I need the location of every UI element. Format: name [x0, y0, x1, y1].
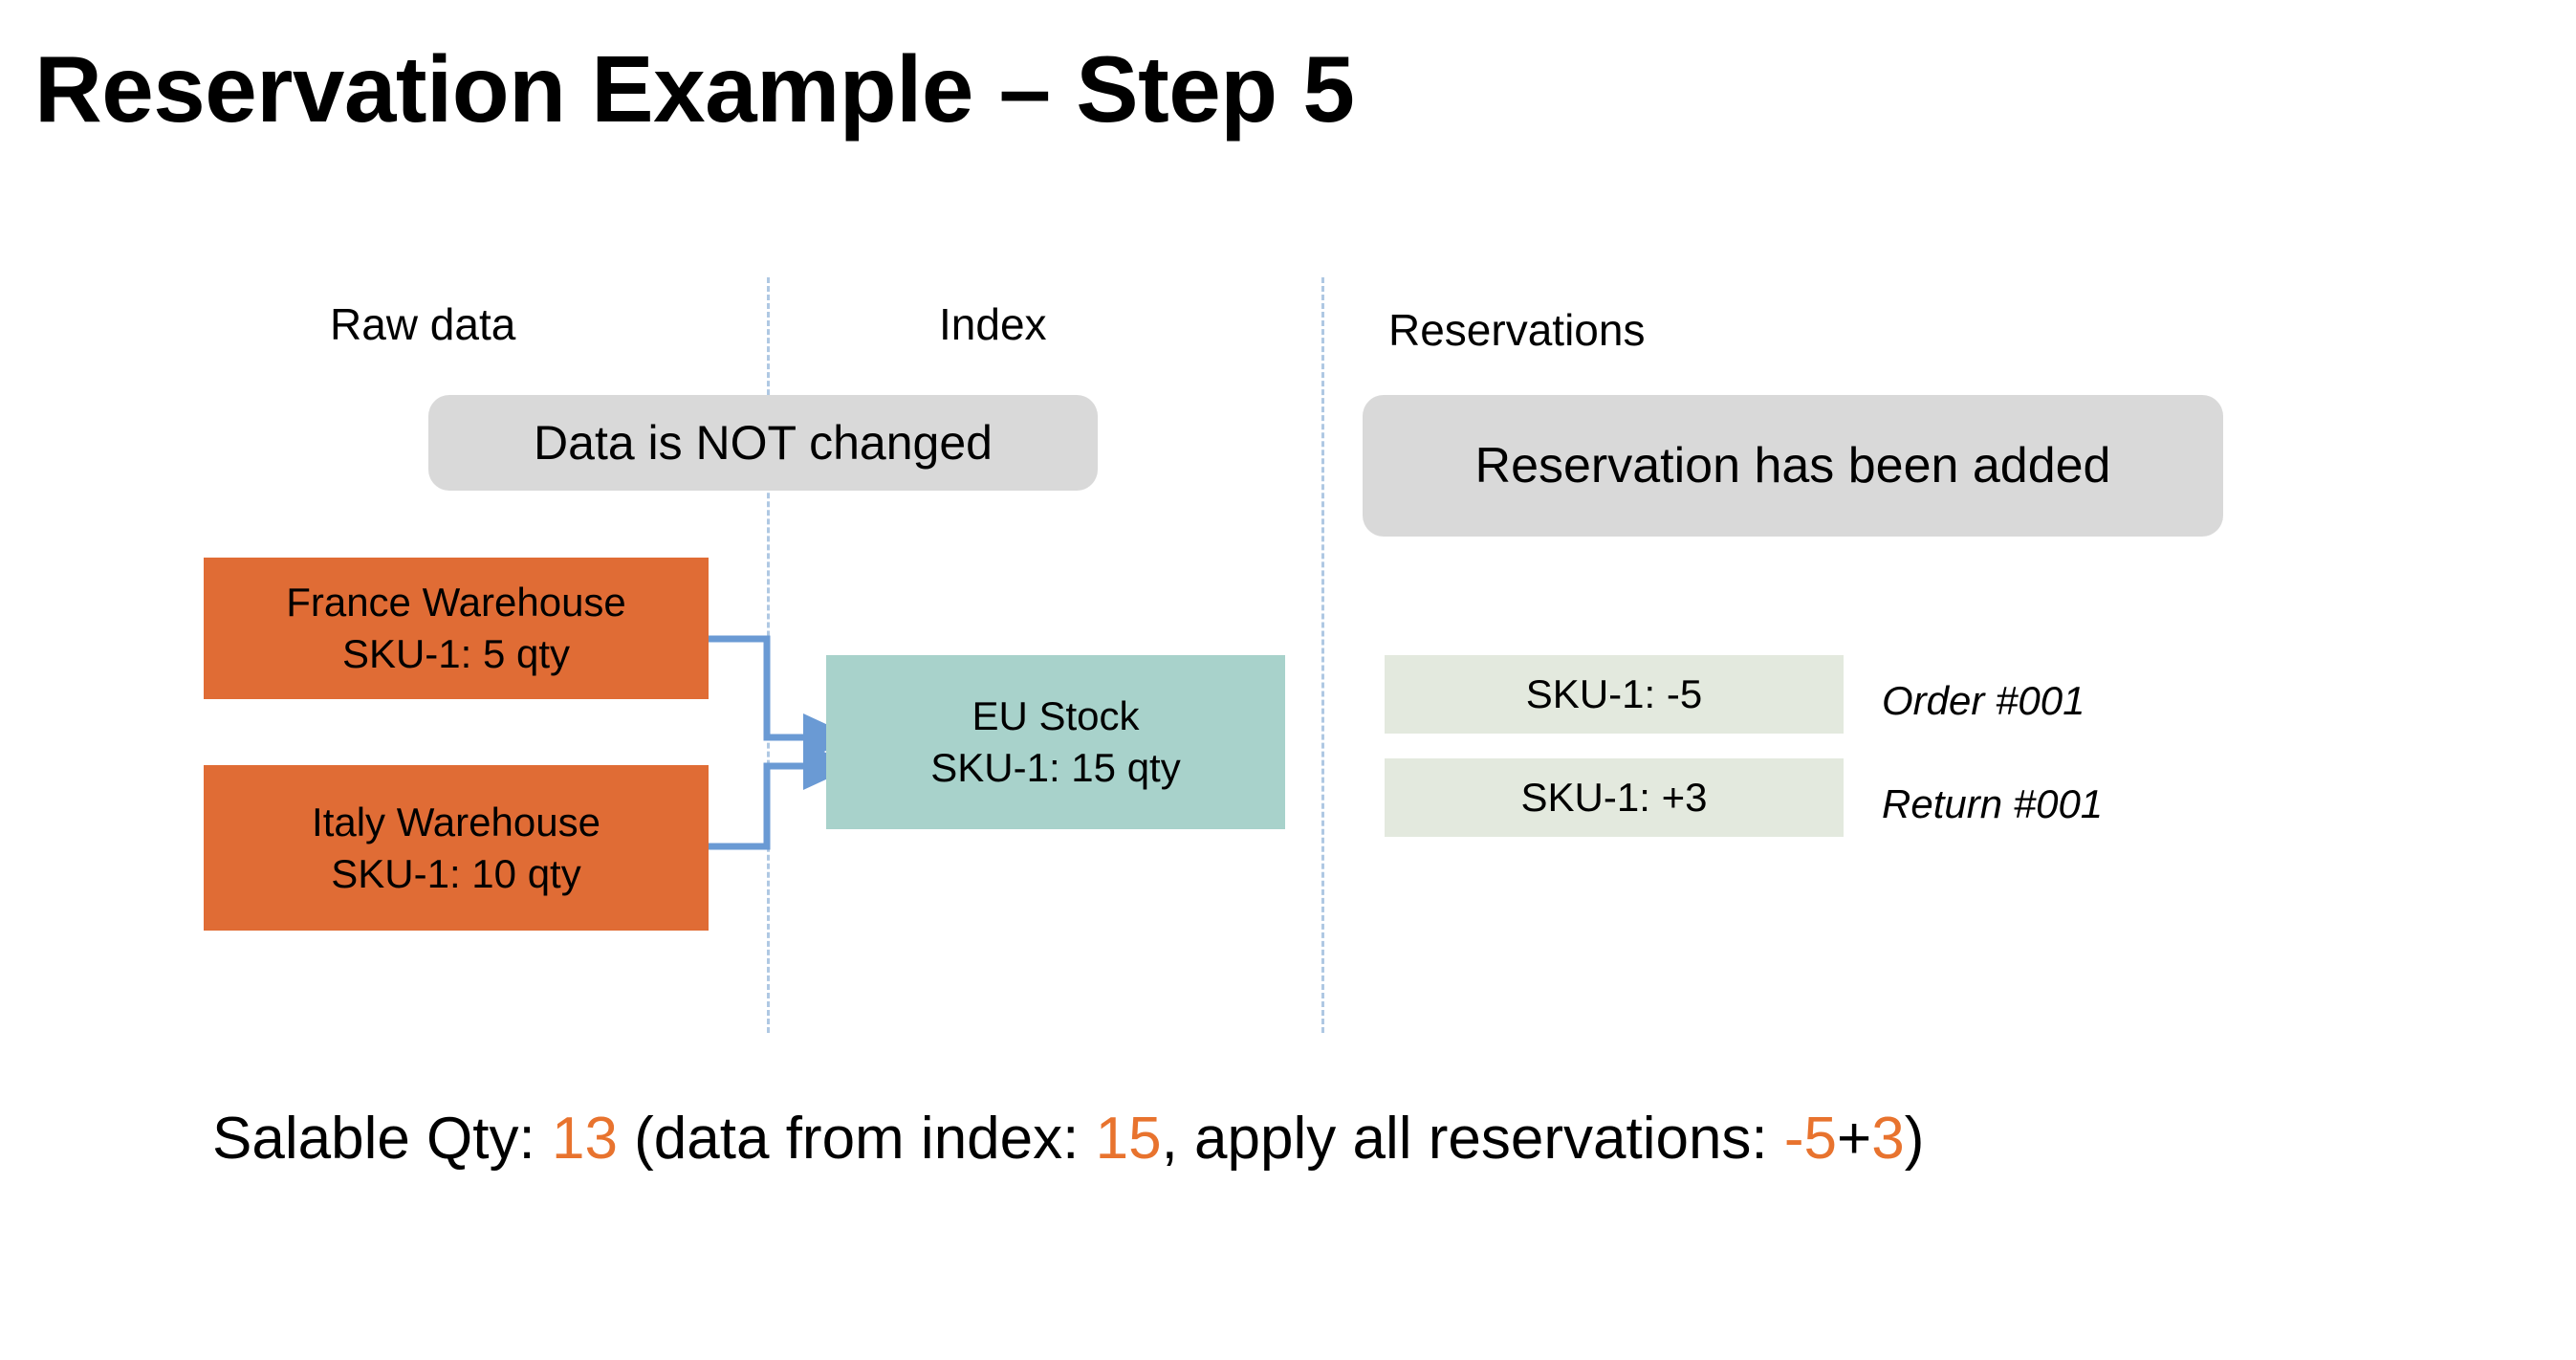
index-box-eu-stock: EU Stock SKU-1: 15 qty — [826, 655, 1285, 829]
connector-france — [709, 635, 808, 741]
column-header-raw-data: Raw data — [330, 299, 516, 349]
raw-data-box-france: France Warehouse SKU-1: 5 qty — [204, 558, 709, 699]
reservation-label-order: Order #001 — [1882, 678, 2085, 723]
banner-reservation-added-text: Reservation has been added — [1474, 438, 2111, 494]
page-title: Reservation Example – Step 5 — [34, 36, 1355, 142]
connector-italy — [709, 762, 808, 850]
column-divider-index-reservations — [1321, 277, 1324, 1033]
reservation-chip-return: SKU-1: +3 — [1385, 758, 1844, 837]
formula-reservation-negative: -5 — [1783, 1106, 1838, 1172]
raw-data-box-france-qty: SKU-1: 5 qty — [341, 631, 571, 676]
banner-data-not-changed-text: Data is NOT changed — [534, 416, 993, 470]
formula-mid-two: , apply all reservations: — [1161, 1106, 1784, 1172]
column-header-index: Index — [939, 299, 1047, 349]
raw-data-box-italy-name: Italy Warehouse — [312, 799, 600, 845]
formula-prefix: Salable Qty: — [212, 1106, 552, 1172]
reservation-chip-order: SKU-1: -5 — [1385, 655, 1844, 734]
column-header-reservations: Reservations — [1388, 305, 1646, 355]
banner-reservation-added: Reservation has been added — [1363, 395, 2223, 537]
formula-mid-open: (data from index: — [617, 1106, 1096, 1172]
column-divider-raw-index — [767, 277, 770, 1033]
formula-index-qty: 15 — [1095, 1106, 1162, 1172]
raw-data-box-italy: Italy Warehouse SKU-1: 10 qty — [204, 765, 709, 931]
index-box-eu-stock-name: EU Stock — [971, 693, 1140, 739]
formula-plus-sign: + — [1837, 1106, 1872, 1172]
banner-data-not-changed: Data is NOT changed — [428, 395, 1098, 491]
reservation-chip-return-text: SKU-1: +3 — [1520, 775, 1708, 820]
index-box-eu-stock-qty: SKU-1: 15 qty — [930, 745, 1181, 790]
raw-data-box-france-name: France Warehouse — [286, 580, 626, 625]
reservation-chip-order-text: SKU-1: -5 — [1525, 671, 1703, 716]
salable-qty-formula: Salable Qty: 13 (data from index: 15, ap… — [212, 1105, 1924, 1173]
raw-data-box-italy-qty: SKU-1: 10 qty — [331, 850, 581, 896]
reservation-label-return: Return #001 — [1882, 781, 2104, 826]
formula-salable-qty: 13 — [551, 1106, 618, 1172]
formula-reservation-positive: 3 — [1871, 1106, 1905, 1172]
formula-close-paren: ) — [1904, 1106, 1925, 1172]
